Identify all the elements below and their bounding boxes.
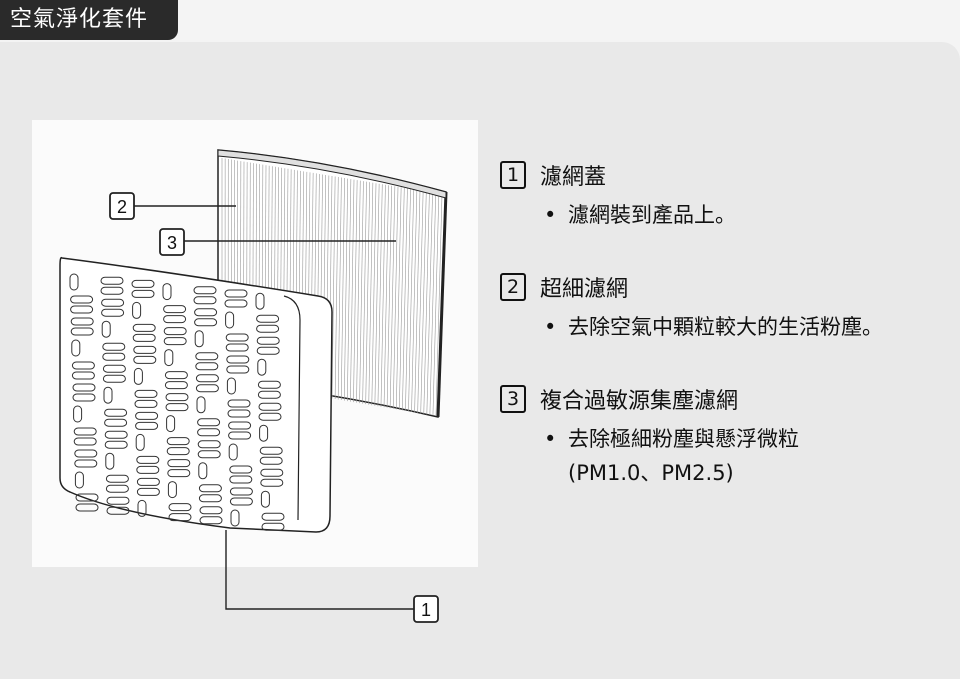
callout-2: 2 — [109, 192, 135, 220]
filter-cover-illustration — [59, 256, 333, 533]
svg-text:2: 2 — [117, 197, 127, 217]
legend-name: 濾網蓋 — [540, 165, 607, 190]
legend: 1 濾網蓋 • 濾網裝到產品上。 2 超細濾網 • 去除空氣中顆粒較大的生活粉塵… — [500, 160, 950, 490]
svg-text:1: 1 — [421, 600, 431, 620]
bullet: • — [544, 203, 557, 227]
callout-3: 3 — [159, 228, 185, 256]
legend-line: (PM1.0、PM2.5) — [568, 461, 734, 485]
legend-name: 複合過敏源集塵濾網 — [540, 389, 739, 414]
legend-number: 2 — [500, 273, 526, 301]
bullet: • — [544, 427, 557, 451]
legend-item-filter-cover: 1 濾網蓋 • 濾網裝到產品上。 — [500, 160, 950, 232]
legend-line: 去除極細粉塵與懸浮微粒 — [568, 427, 799, 451]
callout-lines — [134, 205, 414, 610]
bullet: • — [544, 315, 557, 339]
svg-text:3: 3 — [167, 233, 177, 253]
legend-line: 去除空氣中顆粒較大的生活粉塵。 — [568, 315, 883, 339]
legend-item-ultra-fine-filter: 2 超細濾網 • 去除空氣中顆粒較大的生活粉塵。 — [500, 272, 950, 344]
page-title: 空氣淨化套件 — [0, 0, 178, 40]
legend-name: 超細濾網 — [540, 277, 629, 302]
legend-item-composite-filter: 3 複合過敏源集塵濾網 • 去除極細粉塵與懸浮微粒 (PM1.0、PM2.5) — [500, 384, 950, 490]
callout-1: 1 — [413, 595, 439, 623]
legend-line: 濾網裝到產品上。 — [568, 203, 736, 227]
legend-number: 1 — [500, 161, 526, 189]
legend-number: 3 — [500, 385, 526, 413]
